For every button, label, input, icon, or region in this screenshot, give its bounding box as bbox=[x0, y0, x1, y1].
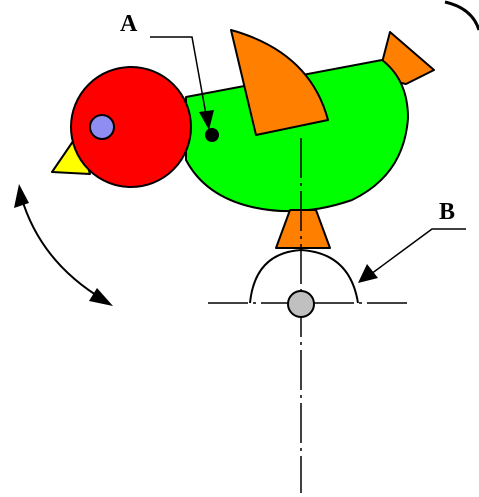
pivot-circle bbox=[287, 290, 315, 318]
point-a-dot bbox=[205, 128, 219, 142]
label-b: B bbox=[439, 199, 455, 225]
label-a: A bbox=[120, 11, 138, 37]
bird-head bbox=[70, 66, 192, 188]
bird-body bbox=[185, 59, 409, 213]
bird-wing bbox=[230, 29, 329, 136]
rotation-arrowhead-top bbox=[14, 184, 29, 208]
leader-b-arrowhead bbox=[358, 264, 378, 283]
rotation-arrowhead-bottom bbox=[89, 288, 113, 306]
leader-line-a bbox=[150, 36, 208, 121]
rotation-arc-arrow bbox=[20, 195, 105, 301]
bird-leg bbox=[275, 209, 331, 249]
page-border-arc bbox=[444, 0, 479, 31]
leader-a-arrowhead bbox=[199, 110, 214, 130]
leader-line-b bbox=[370, 228, 466, 275]
bird-eye bbox=[89, 114, 115, 140]
